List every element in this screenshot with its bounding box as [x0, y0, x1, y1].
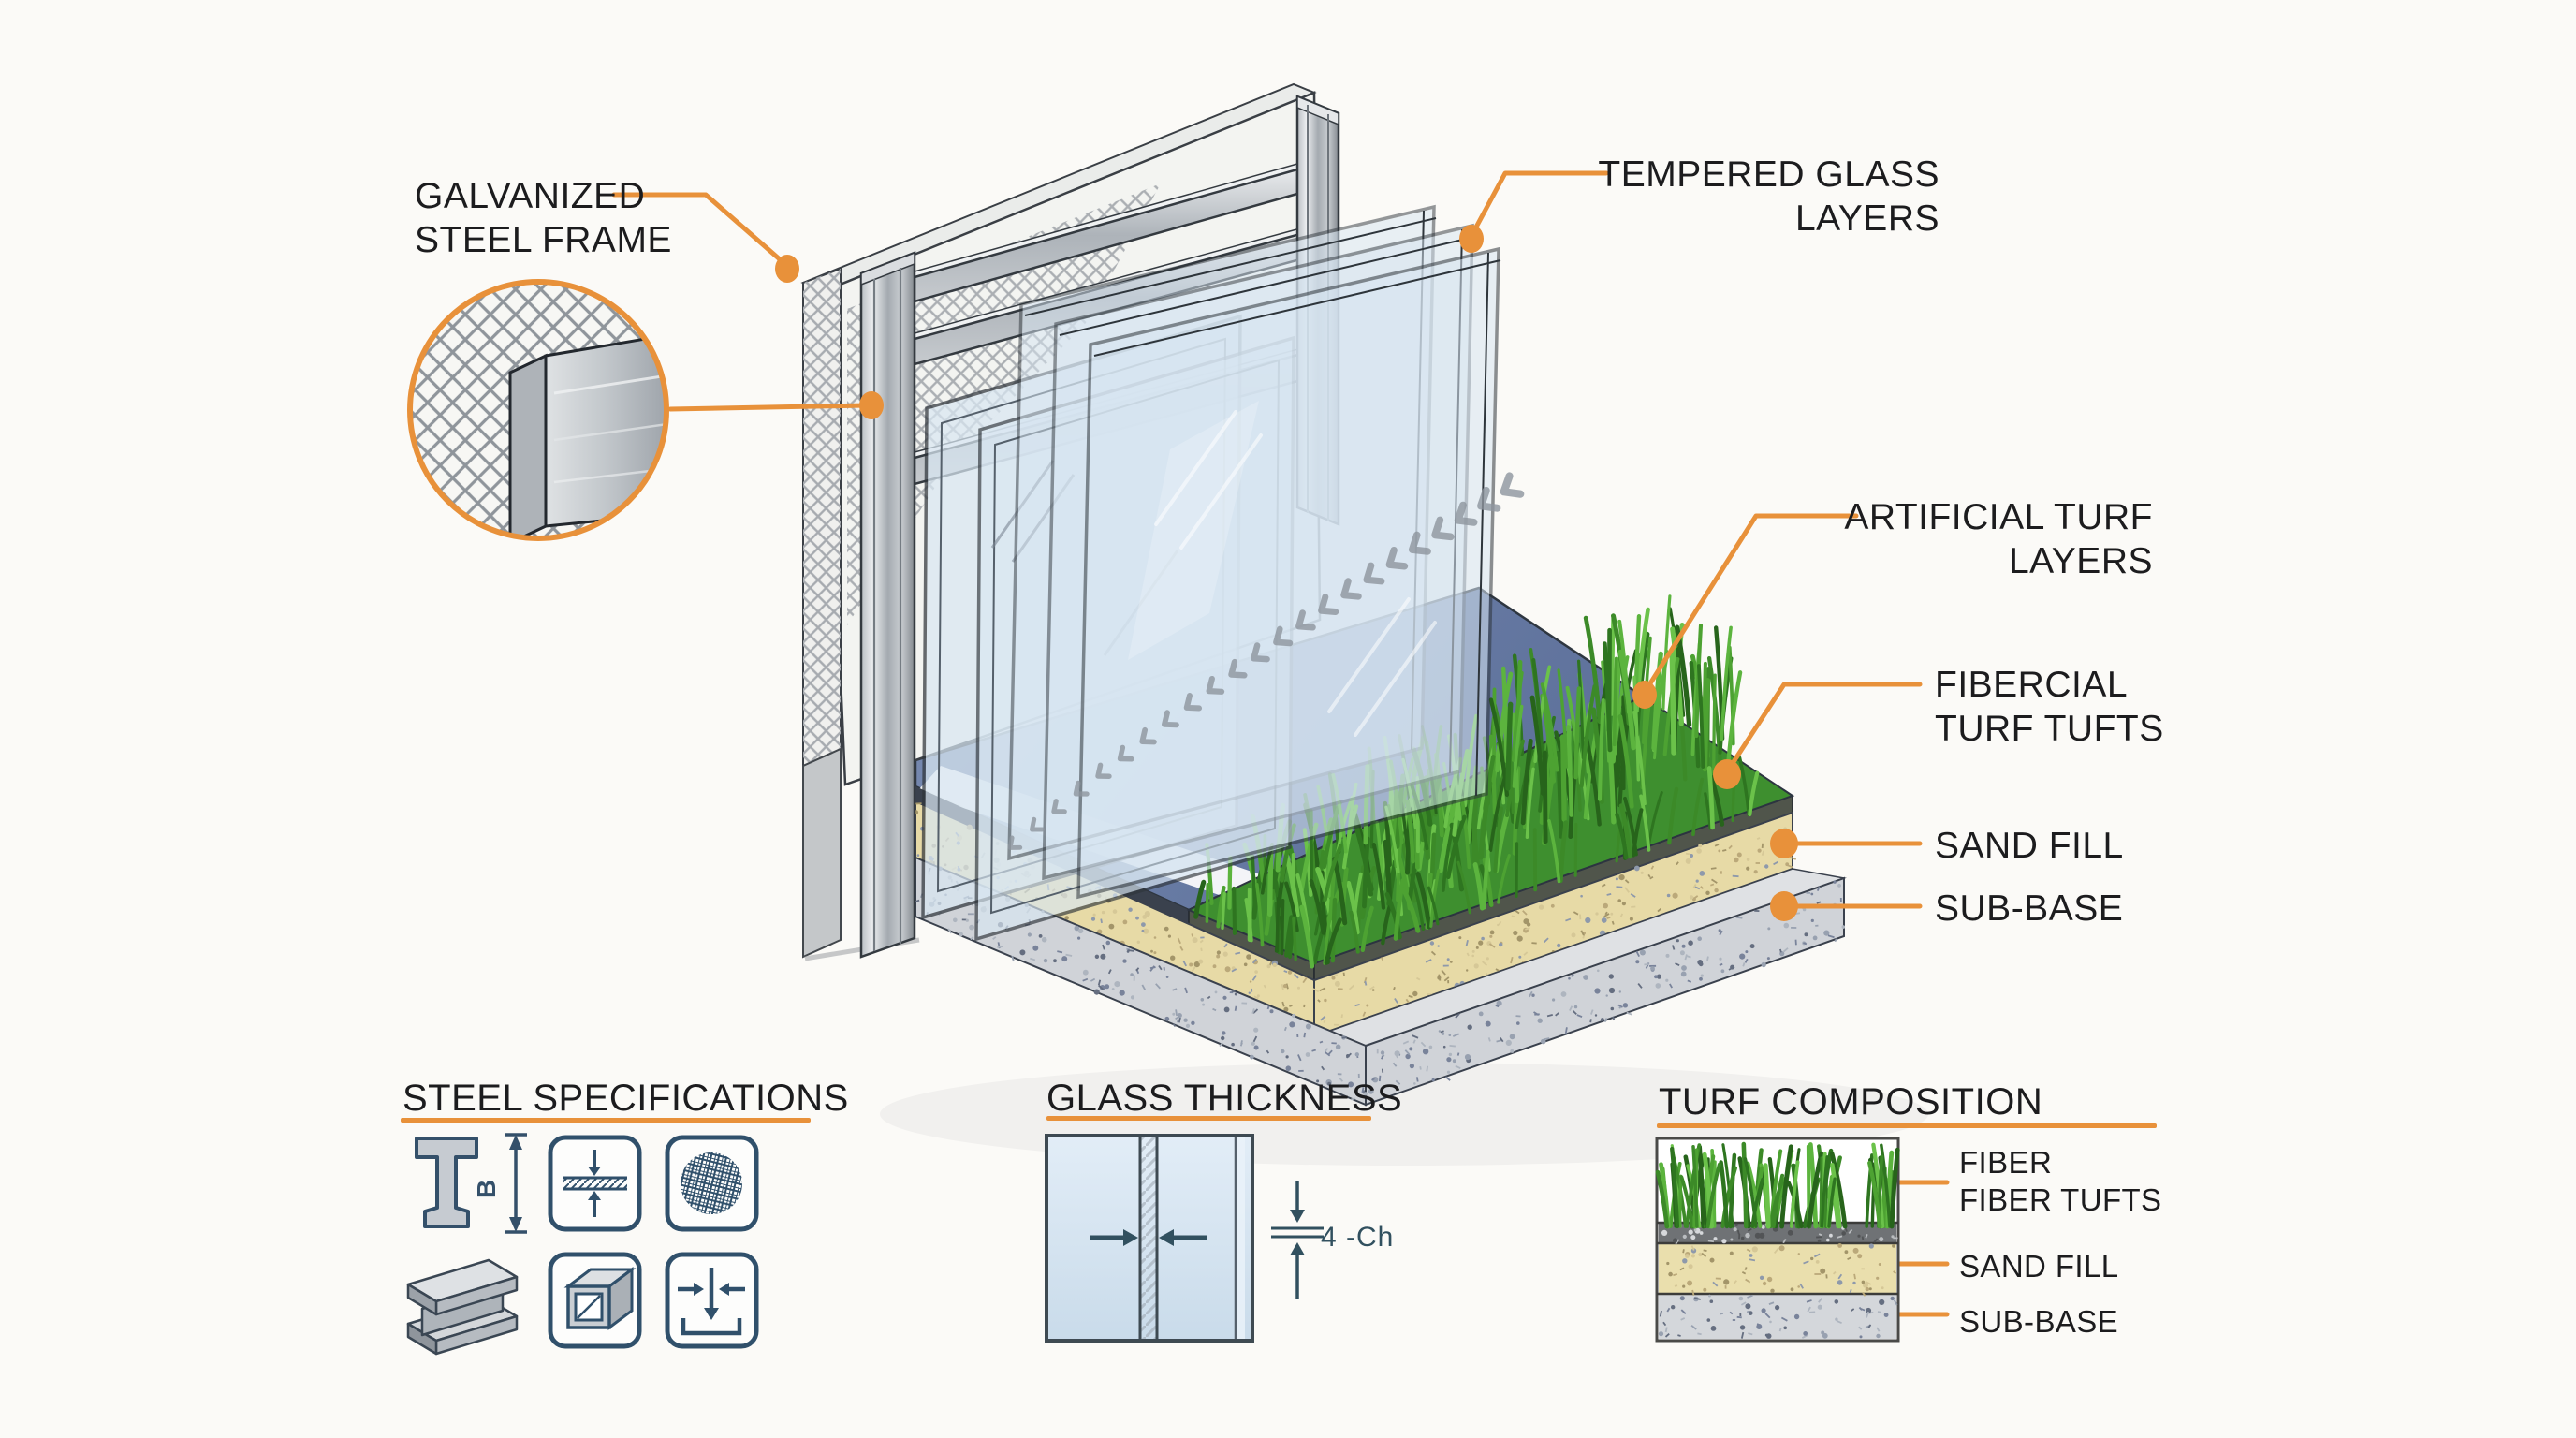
glass-title-underline — [1046, 1116, 1371, 1121]
label-sand-fill: SAND FILL — [1935, 826, 2124, 866]
glass-thickness-diagram — [1045, 1134, 1324, 1343]
galvanized-steel-column — [859, 251, 916, 959]
steel-frame-detail-inset — [407, 279, 669, 541]
label-galvanized-steel-frame: GALVANIZED STEEL FRAME — [415, 174, 672, 262]
steel-spec-icons: B — [406, 1133, 759, 1356]
i-beam-3d-icon — [406, 1258, 519, 1356]
dot-sand-fill — [1770, 829, 1798, 858]
label-artificial-turf-layers: ARTIFICIAL TURF LAYERS — [1685, 495, 2153, 583]
label-line: LAYERS — [2008, 541, 2153, 581]
section-title-turf: TURF COMPOSITION — [1659, 1081, 2043, 1123]
label-fibercial-turf-tufts: FIBERCIAL TURF TUFTS — [1935, 663, 2164, 751]
t-beam-profile-icon — [415, 1137, 478, 1228]
steel-mesh-icon — [665, 1135, 759, 1232]
dot-sub-base — [1770, 891, 1798, 921]
steel-title-underline — [401, 1118, 811, 1123]
glass-reflections — [1154, 410, 1437, 737]
label-line: FIBER TUFTS — [1959, 1182, 2162, 1217]
leader-tempered — [1470, 170, 1609, 237]
dot-fiber-tufts — [1713, 759, 1741, 789]
label-glass-dimension: 4 -Ch — [1321, 1222, 1395, 1253]
label-sub-base: SUB-BASE — [1935, 888, 2124, 929]
inset-circle-border — [407, 279, 669, 541]
section-title-glass: GLASS THICKNESS — [1046, 1078, 1403, 1119]
mesh-fence-panel — [803, 269, 841, 766]
label-line: ARTIFICIAL TURF — [1844, 497, 2153, 537]
leader-galvanized — [611, 192, 790, 269]
dot-artificial-turf — [1632, 681, 1657, 709]
tc-grass-blades — [1655, 1141, 1900, 1229]
tc-subbase-layer — [1659, 1294, 1896, 1339]
turf-composition-diagram — [1655, 1137, 1900, 1343]
leader-fiber-tufts — [1725, 682, 1923, 773]
dot-tempered — [1459, 225, 1484, 253]
label-line: GALVANIZED — [415, 176, 646, 216]
label-tc-sub-base: SUB-BASE — [1959, 1304, 2119, 1339]
callout-leaders — [611, 170, 1950, 1317]
label-tc-sand-fill: SAND FILL — [1959, 1249, 2119, 1284]
dimension-symbol — [1271, 1181, 1324, 1299]
glass-panels — [921, 204, 1525, 942]
width-dimension: B — [472, 1133, 527, 1234]
label-line: TURF TUFTS — [1935, 709, 2164, 749]
sub-base-layer-right-face — [1365, 876, 1845, 1107]
inset-steel-edge-face — [508, 353, 548, 538]
dot-steel-column — [859, 391, 884, 419]
label-tc-fiber: FIBER FIBER TUFTS — [1959, 1144, 2161, 1219]
square-tube-icon — [548, 1252, 642, 1349]
wall-footing — [802, 747, 842, 959]
label-line: TEMPERED GLASS — [1598, 154, 1939, 195]
load-compaction-icon — [665, 1252, 759, 1349]
label-line: LAYERS — [1794, 198, 1939, 239]
dot-galvanized — [775, 255, 799, 283]
label-line: STEEL FRAME — [415, 220, 672, 260]
turf-title-underline — [1657, 1123, 2157, 1128]
tc-speckles — [1658, 1222, 1898, 1339]
thickness-arrows — [1090, 1229, 1208, 1246]
tempered-glass-pane-front — [1076, 246, 1501, 900]
perforation-dotted-arc — [1007, 472, 1525, 850]
label-line: FIBERCIAL — [1935, 665, 2129, 705]
leader-inset — [667, 403, 869, 412]
label-line: FIBER — [1959, 1145, 2053, 1180]
plate-compression-icon — [548, 1135, 642, 1232]
label-tempered-glass-layers: TEMPERED GLASS LAYERS — [1471, 153, 1939, 241]
section-title-steel: STEEL SPECIFICATIONS — [402, 1078, 849, 1119]
leader-artificial-turf — [1643, 513, 1859, 694]
dimension-b-label: B — [472, 1180, 501, 1198]
